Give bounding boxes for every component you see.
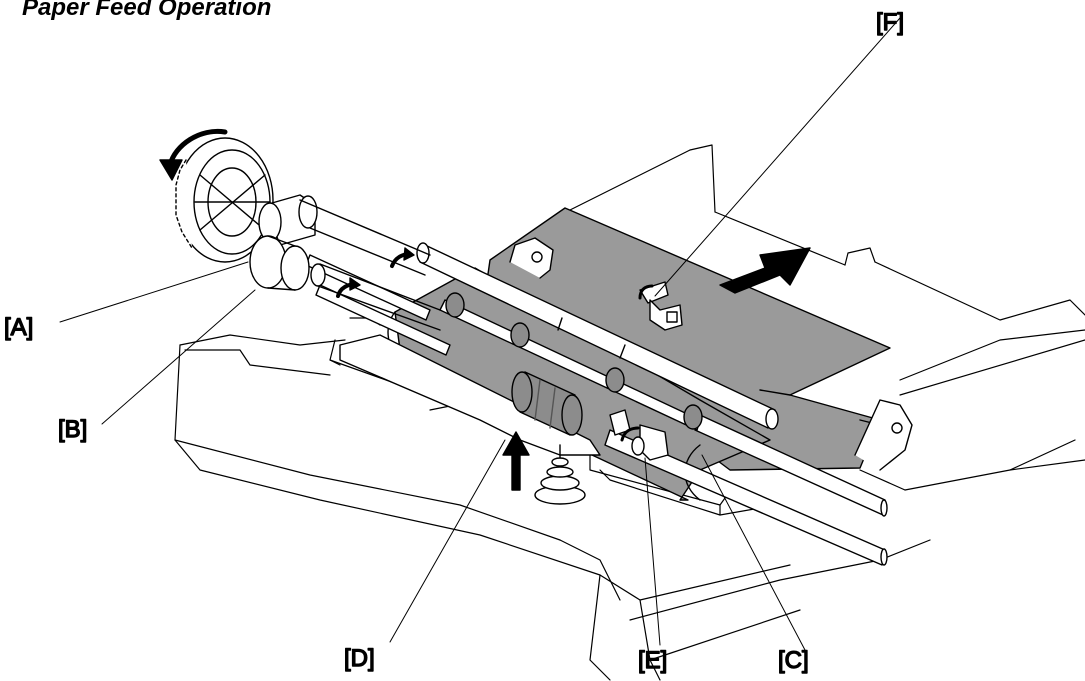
label-c: [C] xyxy=(778,647,809,674)
pickup-roller xyxy=(511,371,583,436)
rotation-arrow-e xyxy=(620,426,640,442)
rotation-arrow-a-head xyxy=(403,247,415,261)
drive-gear-large xyxy=(175,137,274,263)
rotation-arrow-f xyxy=(638,284,654,300)
upper-rod xyxy=(416,242,779,430)
rotation-arrow-b-head xyxy=(349,277,361,291)
lift-spring xyxy=(534,444,586,505)
diagram-title: Paper Feed Operation xyxy=(22,0,272,21)
paper-direction-arrow xyxy=(719,247,811,294)
label-e: [E] xyxy=(638,647,667,674)
gear-b xyxy=(249,235,441,331)
rotation-arrow-large xyxy=(159,128,228,181)
right-bracket xyxy=(854,399,913,471)
label-a: [A] xyxy=(4,314,33,341)
leader-lines xyxy=(59,17,901,651)
label-b: [B] xyxy=(58,416,87,443)
gear-a xyxy=(258,194,431,276)
label-d: [D] xyxy=(344,645,375,672)
label-f: [F] xyxy=(876,9,904,36)
paper-sensor-e xyxy=(609,409,669,461)
sensor-f xyxy=(639,281,683,331)
machine-frame xyxy=(174,144,1085,681)
lift-arrow xyxy=(502,431,530,491)
